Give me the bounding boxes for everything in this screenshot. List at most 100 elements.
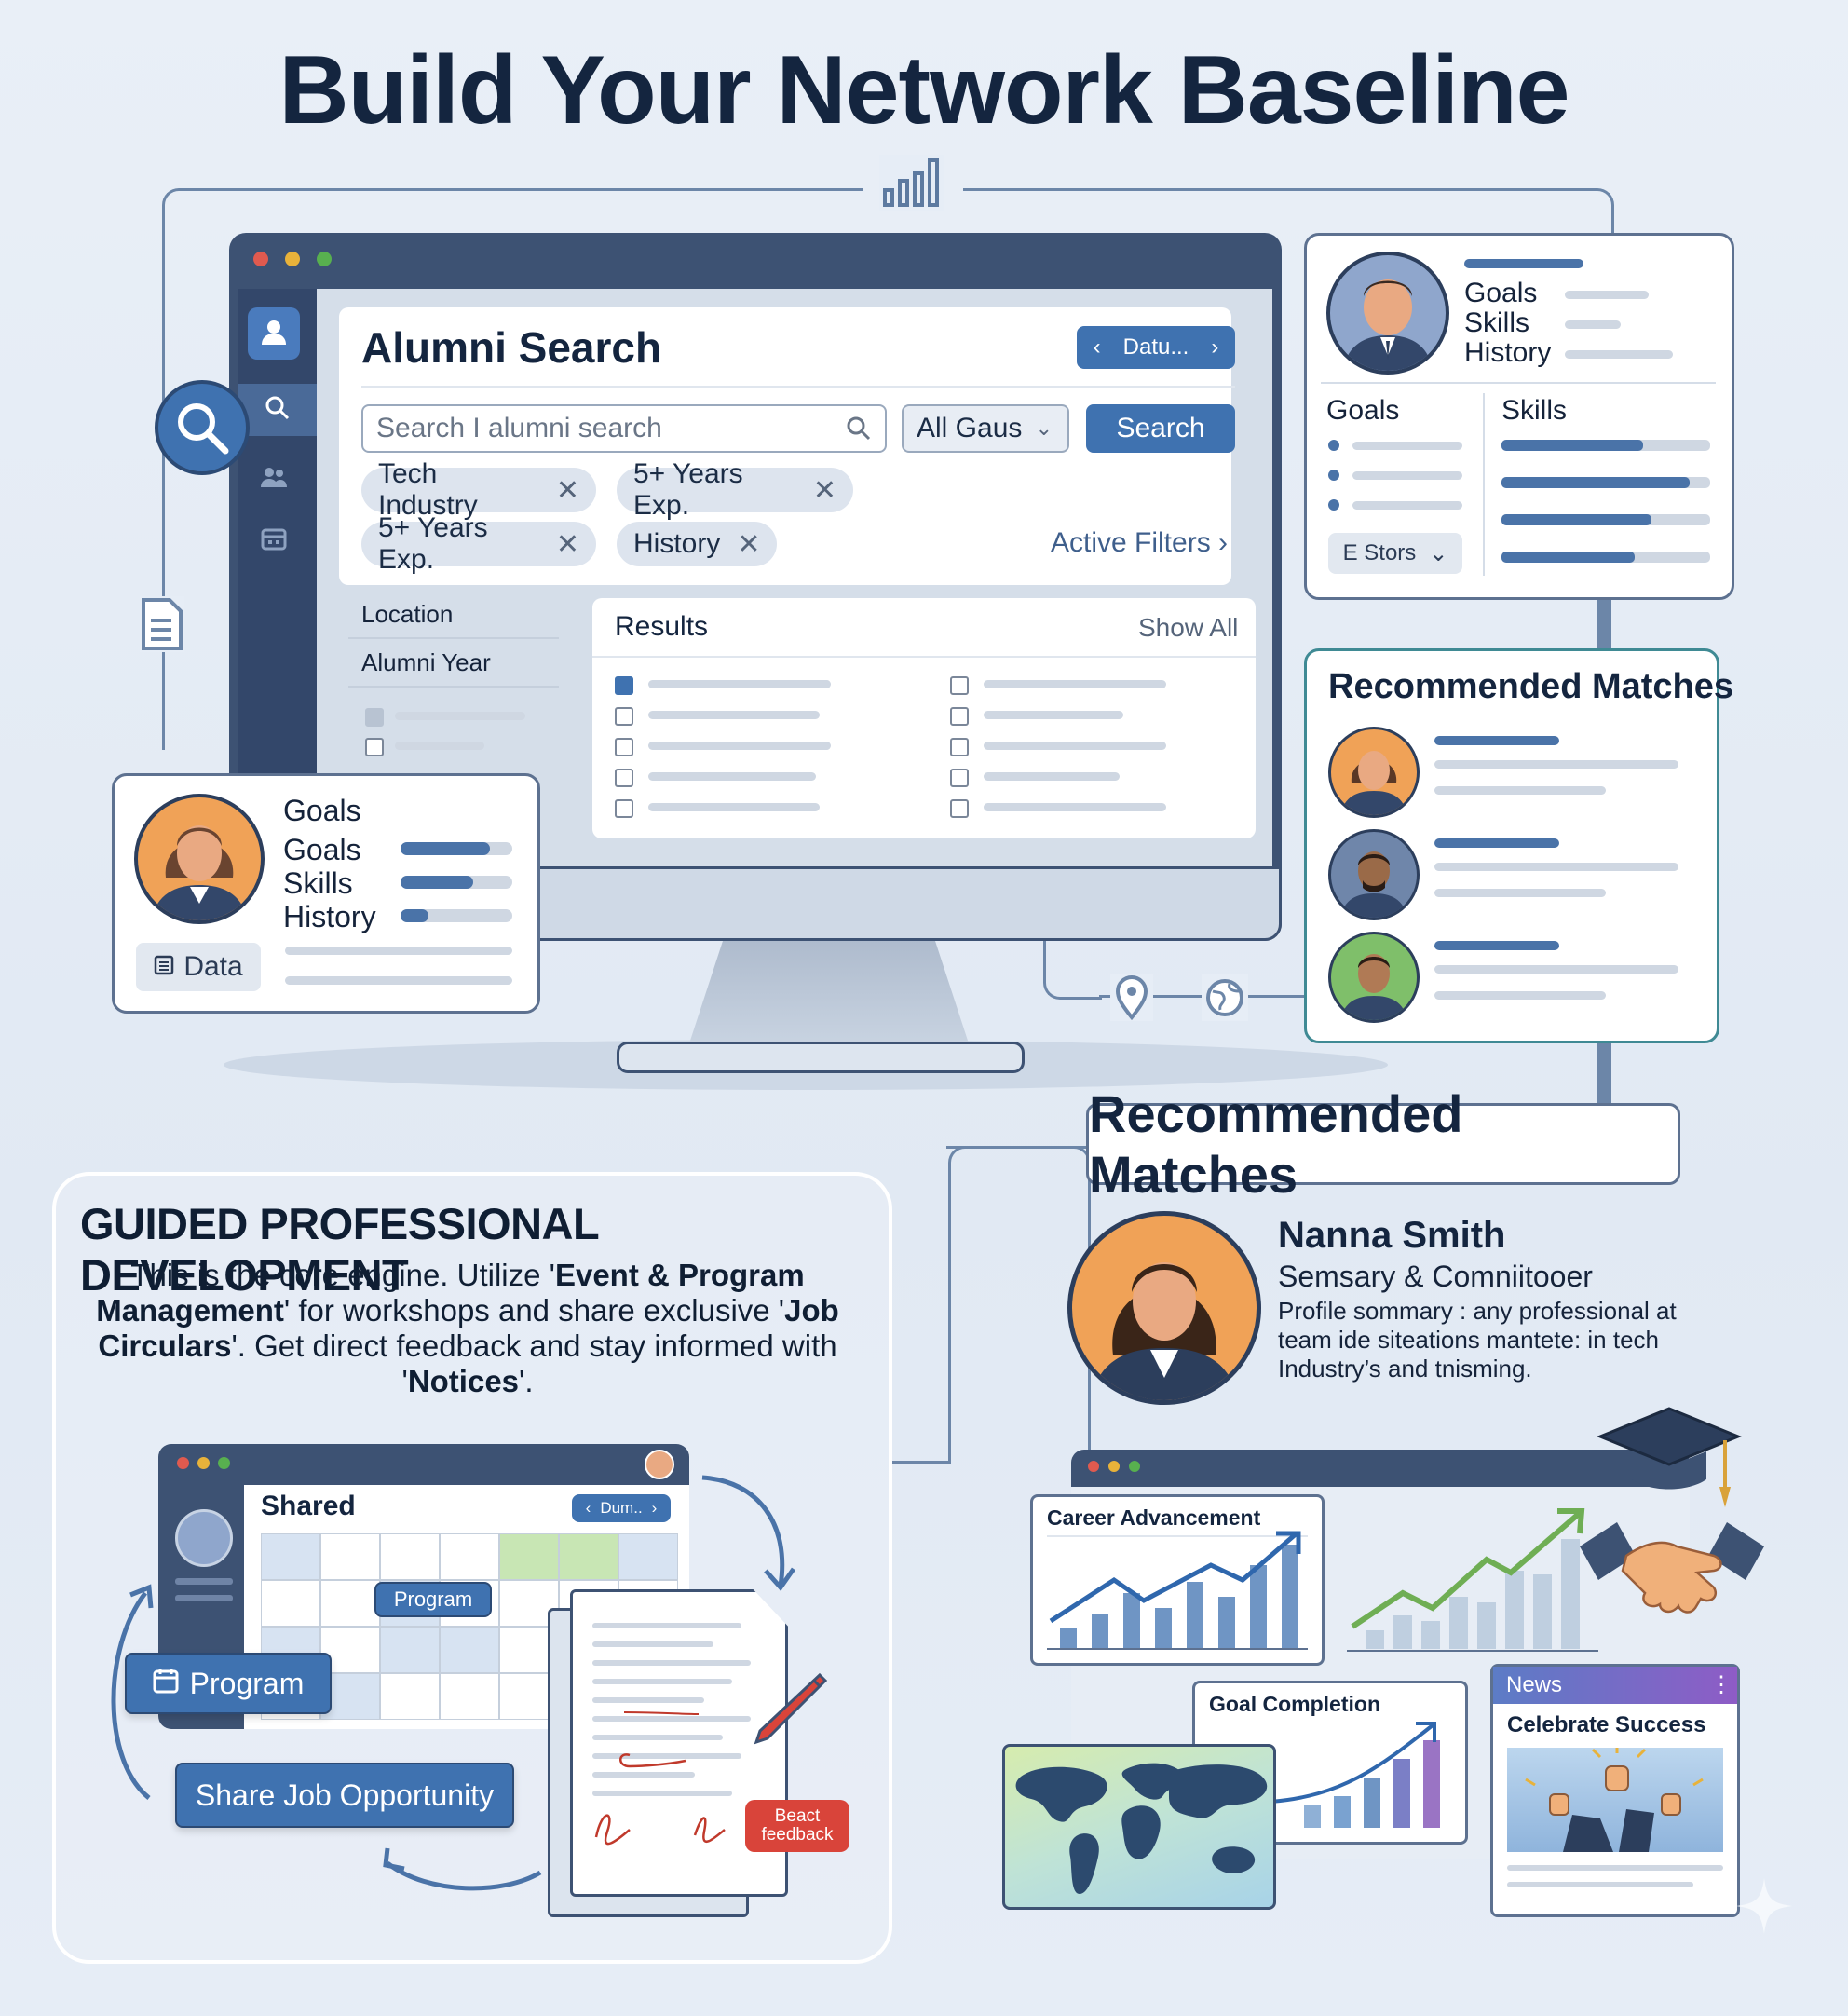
calendar-cell[interactable] bbox=[380, 1673, 440, 1720]
avatar[interactable] bbox=[1328, 727, 1420, 818]
monitor-stand bbox=[689, 941, 969, 1043]
more-vertical-icon[interactable]: ⋮ bbox=[1710, 1672, 1732, 1697]
calendar-event[interactable]: Program bbox=[374, 1582, 492, 1617]
calendar-cell[interactable] bbox=[499, 1533, 559, 1580]
calendar-cell[interactable] bbox=[320, 1533, 380, 1580]
news-tag-label: News bbox=[1506, 1672, 1563, 1697]
chevron-down-icon: ⌄ bbox=[1035, 416, 1053, 440]
filter-chip[interactable]: Tech Industry✕ bbox=[361, 458, 596, 521]
calendar-cell[interactable] bbox=[618, 1533, 678, 1580]
search-input-placeholder: Search I alumni search bbox=[376, 413, 662, 443]
close-icon[interactable]: ✕ bbox=[555, 528, 579, 560]
checkbox[interactable] bbox=[615, 738, 633, 756]
checkbox[interactable] bbox=[615, 676, 633, 695]
calendar-cell[interactable] bbox=[380, 1627, 440, 1673]
checkbox[interactable] bbox=[950, 769, 969, 787]
avatar[interactable] bbox=[1328, 829, 1420, 920]
placeholder-bar bbox=[285, 976, 512, 985]
progress-fill bbox=[401, 876, 473, 889]
person-summary: Profile sommary : any professional at te… bbox=[1278, 1297, 1677, 1383]
checkbox[interactable] bbox=[365, 708, 384, 727]
chevron-left-icon[interactable]: ‹ bbox=[1093, 334, 1101, 360]
calendar-cell[interactable] bbox=[440, 1533, 499, 1580]
filter-location[interactable]: Location bbox=[361, 600, 454, 628]
skill-bar-fill bbox=[1502, 514, 1651, 525]
filter-chip[interactable]: 5+ Years Exp.✕ bbox=[361, 512, 596, 575]
calendar-cell[interactable] bbox=[320, 1580, 380, 1627]
filter-chip[interactable]: 5+ Years Exp.✕ bbox=[617, 458, 853, 521]
date-pager[interactable]: ‹Datu...› bbox=[1077, 326, 1235, 369]
user-icon bbox=[260, 318, 288, 350]
window-maximize-dot[interactable] bbox=[1129, 1461, 1140, 1472]
window-minimize-dot[interactable] bbox=[285, 252, 300, 266]
checkbox[interactable] bbox=[365, 738, 384, 756]
sidebar-item-calendar[interactable] bbox=[248, 514, 300, 566]
calendar-cell[interactable] bbox=[261, 1580, 320, 1627]
window-minimize-dot[interactable] bbox=[197, 1457, 210, 1469]
checkbox[interactable] bbox=[615, 799, 633, 818]
checkbox[interactable] bbox=[950, 676, 969, 695]
sidebar-item-search[interactable] bbox=[238, 384, 317, 436]
avatar[interactable] bbox=[1328, 932, 1420, 1023]
sidebar-item-profile[interactable] bbox=[248, 307, 300, 360]
checkbox[interactable] bbox=[950, 707, 969, 726]
celebration-icon bbox=[1525, 1748, 1704, 1852]
placeholder-bar bbox=[1352, 471, 1462, 480]
skills-select[interactable]: E Stors⌄ bbox=[1328, 533, 1462, 574]
data-button[interactable]: Data bbox=[136, 943, 261, 991]
filter-chip[interactable]: History✕ bbox=[617, 522, 777, 566]
window-close-dot[interactable] bbox=[253, 252, 268, 266]
globe-icon bbox=[1202, 974, 1248, 1021]
feedback-badge[interactable]: Beact feedback bbox=[745, 1800, 849, 1852]
filter-alumni-year[interactable]: Alumni Year bbox=[361, 648, 491, 676]
checkbox[interactable] bbox=[950, 738, 969, 756]
window-maximize-dot[interactable] bbox=[317, 252, 332, 266]
connector-line bbox=[1597, 596, 1611, 652]
group-select[interactable]: All Gaus ⌄ bbox=[902, 404, 1069, 453]
show-all-link[interactable]: Show All bbox=[1138, 613, 1239, 642]
placeholder-bar bbox=[1464, 259, 1583, 268]
search-button[interactable]: Search bbox=[1086, 404, 1235, 453]
placeholder-bar bbox=[984, 711, 1123, 719]
bar-chart-icon bbox=[879, 155, 944, 211]
document-line bbox=[592, 1679, 732, 1684]
active-filters-link[interactable]: Active Filters › bbox=[1051, 527, 1228, 559]
calendar-cell[interactable] bbox=[440, 1627, 499, 1673]
close-icon[interactable]: ✕ bbox=[812, 474, 836, 506]
chevron-right-icon[interactable]: › bbox=[651, 1499, 658, 1517]
placeholder-bar bbox=[1434, 838, 1559, 848]
avatar[interactable] bbox=[645, 1450, 674, 1479]
connector-line bbox=[1597, 1040, 1611, 1105]
window-close-dot[interactable] bbox=[1088, 1461, 1099, 1472]
calendar-cell[interactable] bbox=[380, 1533, 440, 1580]
sidebar-item-people[interactable] bbox=[248, 453, 300, 505]
window-close-dot[interactable] bbox=[177, 1457, 189, 1469]
calendar-pager[interactable]: ‹Dum..› bbox=[572, 1494, 671, 1522]
share-job-button[interactable]: Share Job Opportunity bbox=[175, 1763, 514, 1828]
checkbox[interactable] bbox=[615, 769, 633, 787]
window-minimize-dot[interactable] bbox=[1108, 1461, 1120, 1472]
chevron-left-icon[interactable]: ‹ bbox=[585, 1499, 591, 1517]
window-maximize-dot[interactable] bbox=[218, 1457, 230, 1469]
news-tag: News bbox=[1493, 1667, 1737, 1704]
profile-label: History bbox=[283, 900, 376, 933]
recommended-panel-title: Recommended Matches bbox=[1328, 667, 1734, 706]
search-input[interactable]: Search I alumni search bbox=[361, 404, 887, 453]
close-icon[interactable]: ✕ bbox=[555, 474, 579, 506]
placeholder-bar bbox=[648, 680, 831, 688]
calendar-cell[interactable] bbox=[559, 1533, 618, 1580]
program-button[interactable]: Program bbox=[125, 1653, 332, 1714]
page-title: Build Your Network Baseline bbox=[279, 36, 1569, 144]
calendar-cell[interactable] bbox=[261, 1533, 320, 1580]
calendar-cell[interactable] bbox=[440, 1673, 499, 1720]
sparkle-icon bbox=[1736, 1878, 1792, 1934]
search-icon bbox=[265, 395, 291, 426]
placeholder-bar bbox=[1352, 501, 1462, 510]
checkbox[interactable] bbox=[950, 799, 969, 818]
checkbox[interactable] bbox=[615, 707, 633, 726]
chevron-right-icon[interactable]: › bbox=[1211, 334, 1219, 360]
close-icon[interactable]: ✕ bbox=[737, 528, 761, 560]
placeholder-bar bbox=[1352, 442, 1462, 450]
search-icon bbox=[846, 415, 872, 449]
